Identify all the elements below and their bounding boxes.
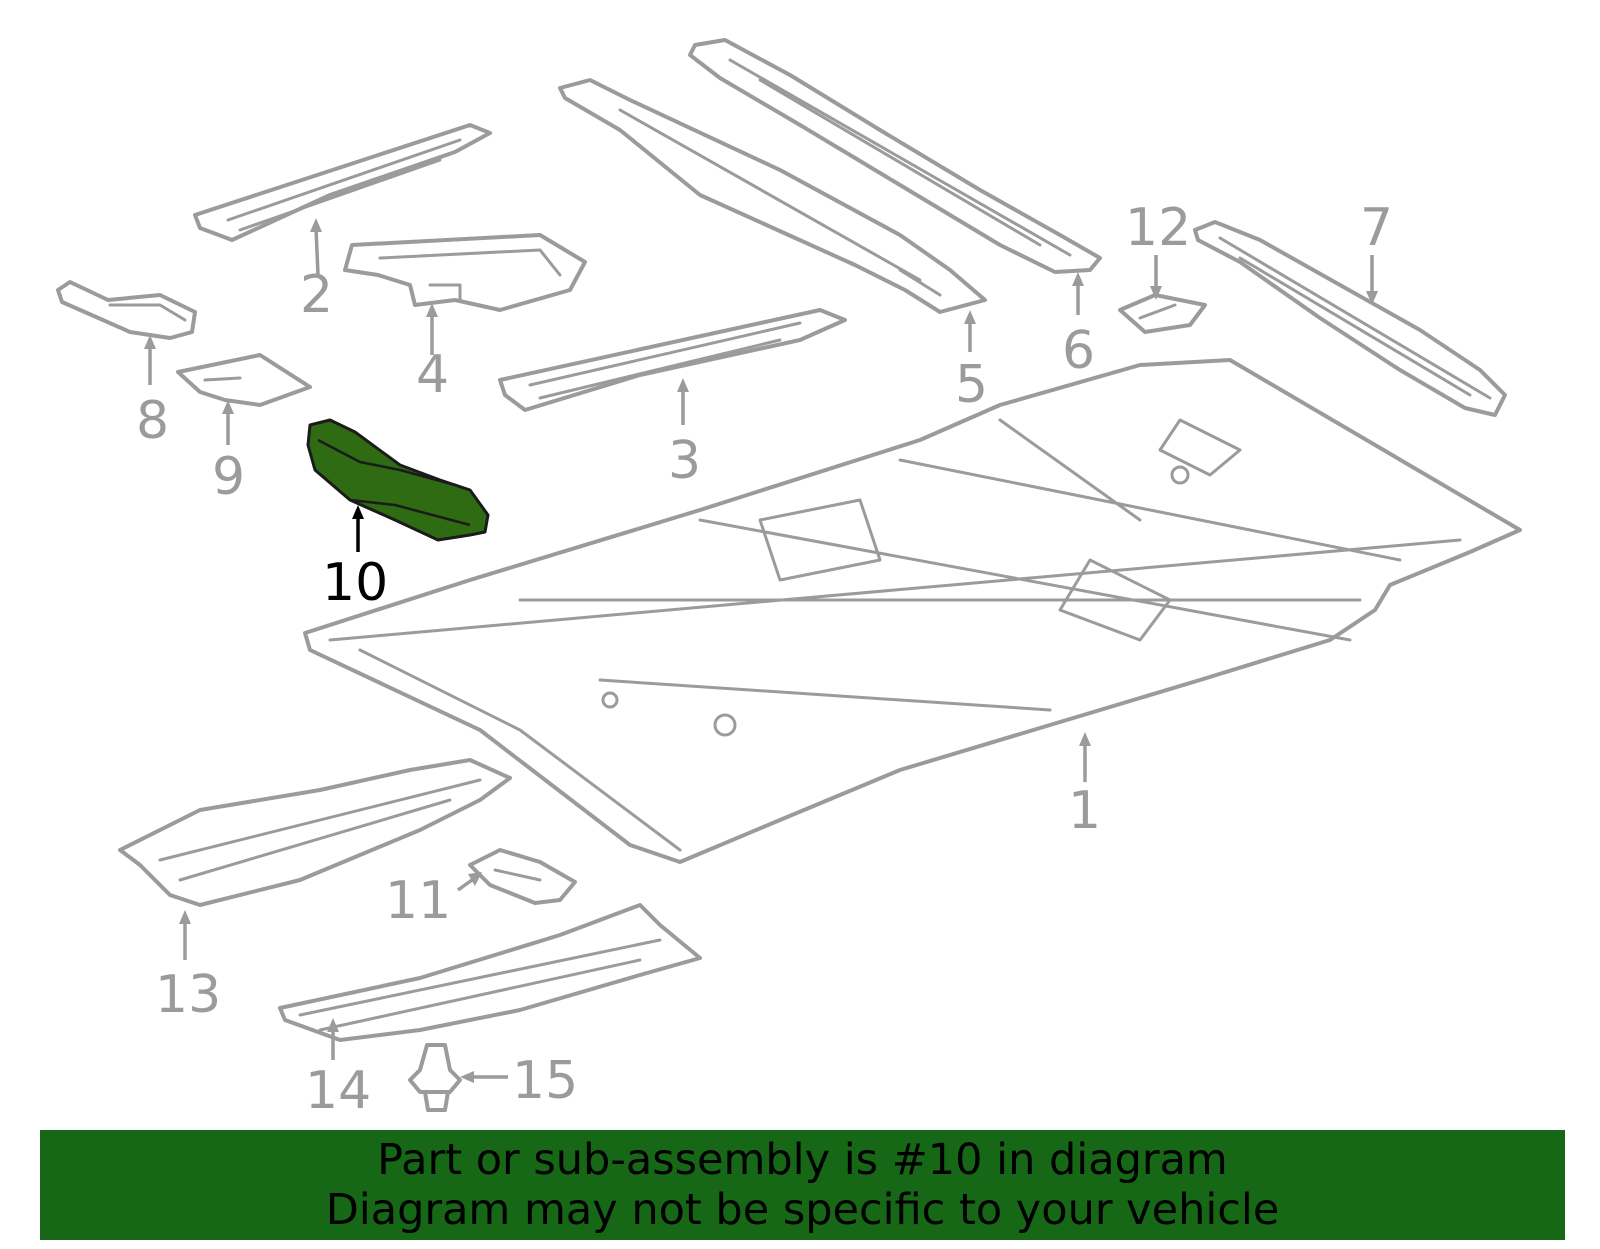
part-10-highlighted[interactable] xyxy=(306,418,490,542)
part-12[interactable] xyxy=(1118,293,1207,334)
callout-label-7: 7 xyxy=(1360,198,1393,258)
part-14[interactable] xyxy=(278,903,702,1042)
callout-label-8: 8 xyxy=(136,391,169,451)
part-1[interactable] xyxy=(303,358,1522,864)
callout-label-2: 2 xyxy=(300,265,333,325)
callout-label-9: 9 xyxy=(212,447,245,507)
part-3[interactable] xyxy=(498,308,847,412)
callout-labels: 2 4 8 9 3 5 6 12 7 10 1 11 13 14 15 xyxy=(136,198,1393,1121)
callout-label-1: 1 xyxy=(1068,781,1101,841)
part-15[interactable] xyxy=(408,1043,462,1112)
callout-label-12: 12 xyxy=(1125,198,1191,258)
part-11[interactable] xyxy=(468,848,577,905)
callout-label-3: 3 xyxy=(668,431,701,491)
callout-label-13: 13 xyxy=(155,965,221,1025)
callout-label-11: 11 xyxy=(385,871,451,931)
part-5[interactable] xyxy=(558,78,987,314)
parts-diagram: 2 4 8 9 3 5 6 12 7 10 1 11 13 14 15 xyxy=(56,38,1522,1121)
part-4[interactable] xyxy=(343,233,587,312)
banner-line-2: Diagram may not be specific to your vehi… xyxy=(325,1185,1280,1235)
part-9[interactable] xyxy=(176,353,312,407)
callout-label-14: 14 xyxy=(305,1061,371,1121)
callout-label-4: 4 xyxy=(416,345,449,405)
callout-label-10: 10 xyxy=(322,553,388,613)
part-8[interactable] xyxy=(56,280,197,340)
info-banner: Part or sub-assembly is #10 in diagram D… xyxy=(40,1130,1565,1240)
callout-label-6: 6 xyxy=(1062,321,1095,381)
banner-line-1: Part or sub-assembly is #10 in diagram xyxy=(377,1135,1228,1185)
callout-label-15: 15 xyxy=(512,1051,578,1111)
part-13[interactable] xyxy=(118,758,512,907)
callout-label-5: 5 xyxy=(955,355,988,415)
part-7[interactable] xyxy=(1193,220,1507,417)
part-6[interactable] xyxy=(688,38,1102,274)
part-2[interactable] xyxy=(193,123,492,242)
callout-arrows xyxy=(144,218,1378,1083)
